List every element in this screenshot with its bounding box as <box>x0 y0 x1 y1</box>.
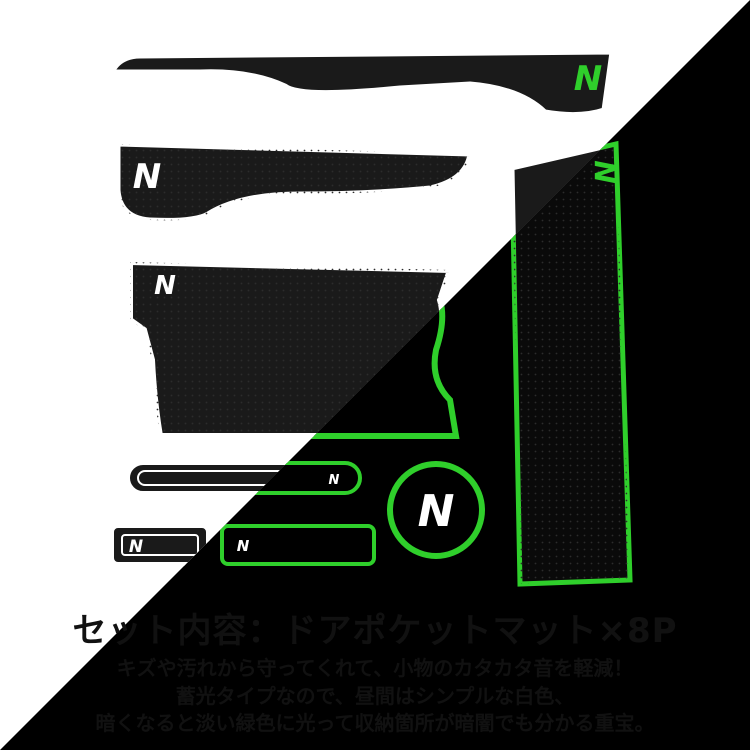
mat-top-long <box>107 49 615 118</box>
caption-line-1: キズや汚れから守ってくれて、小物のカタカタ音を軽減！ <box>116 656 634 680</box>
mat-inner-rim <box>121 534 199 556</box>
logo-letter-small-right: N <box>237 537 250 555</box>
mat-small-strip-right-glow <box>220 524 376 566</box>
caption-line-2: 蓄光タイプなので、昼間はシンプルな白色、 <box>175 684 575 708</box>
mat-round-coaster-glow <box>387 461 485 559</box>
daylight-view <box>107 49 633 587</box>
logo-letter-second: N <box>133 157 161 197</box>
logo-letter-long-strip: N <box>329 473 340 488</box>
logo-letter-tall-strip: N <box>588 160 621 183</box>
logo-letter-small-left: N <box>129 537 143 557</box>
caption-title: セット内容：ドアポケットマット×8P <box>72 611 678 651</box>
mat-texture <box>512 144 630 584</box>
logo-letter-coaster: N <box>418 486 455 537</box>
mat-texture <box>118 144 470 221</box>
logo-letter-large: N <box>154 271 176 301</box>
caption-line-3: 暗くなると淡い緑色に光って収納箇所が暗闇でも分かる重宝。 <box>95 711 655 735</box>
logo-letter-top-long: N <box>574 59 602 99</box>
